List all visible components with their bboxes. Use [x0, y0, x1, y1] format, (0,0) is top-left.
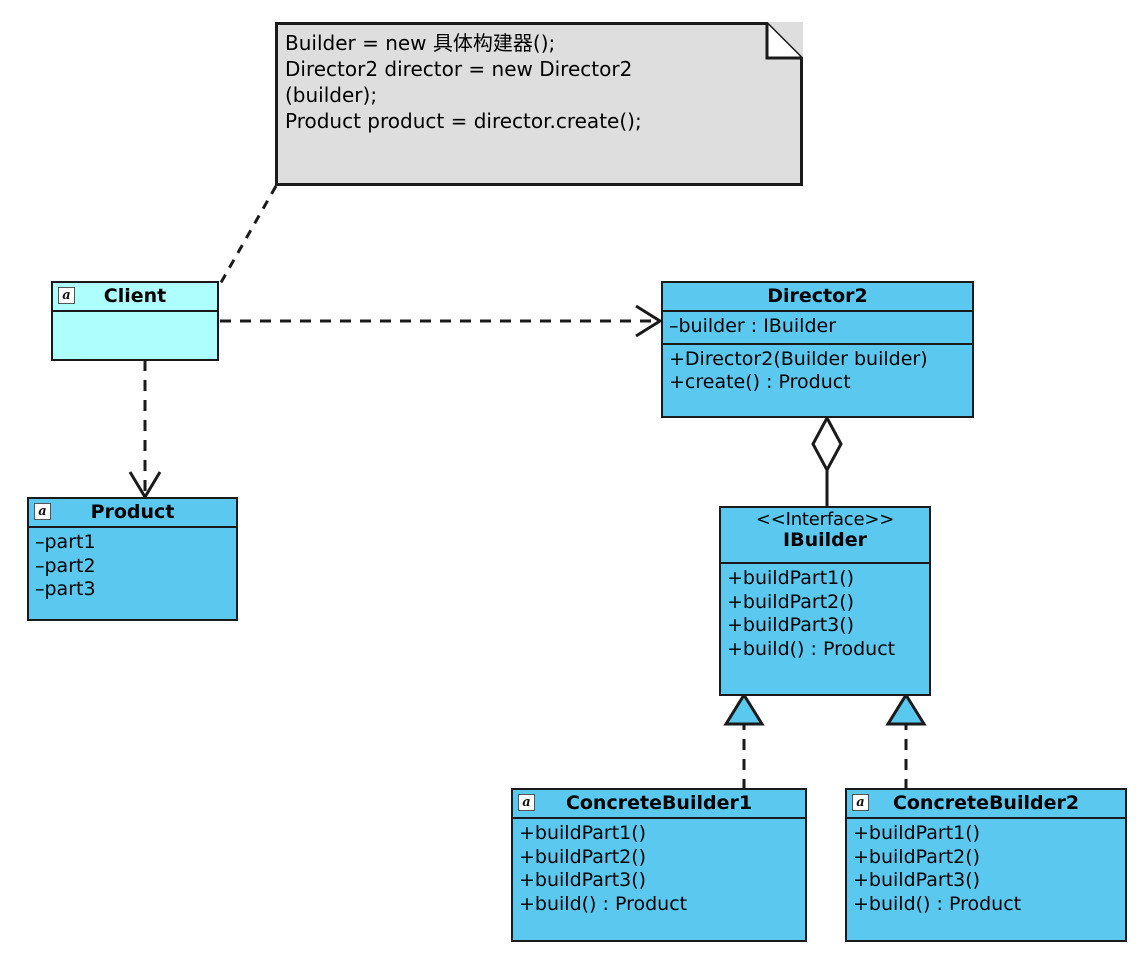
folded-corner-icon — [275, 22, 803, 186]
code-note: Builder = new 具体构建器(); Director2 directo… — [275, 22, 803, 186]
operation-row: +buildPart3() — [519, 869, 647, 892]
stereotype-label: <<Interface>> — [755, 509, 895, 530]
class-box-product[interactable]: a Product –part1 –part2 –part3 — [27, 497, 238, 621]
class-box-ibuilder[interactable]: <<Interface>> IBuilder +buildPart1() +bu… — [719, 506, 931, 696]
operation-row: +buildPart1() — [853, 822, 981, 844]
class-header-client: a Client — [53, 283, 217, 312]
class-operations-ibuilder: +buildPart1() +buildPart2() +buildPart3(… — [721, 564, 929, 665]
arrowhead-open-director2 — [635, 304, 663, 338]
class-attributes-client — [53, 312, 217, 359]
attribute-row: –part1 — [35, 531, 96, 553]
attribute-row: –builder : IBuilder — [669, 315, 837, 337]
class-name-director2: Director2 — [767, 285, 868, 307]
class-header-concretebuilder1: a ConcreteBuilder1 — [513, 790, 805, 819]
class-attributes-director2: –builder : IBuilder — [663, 312, 972, 343]
note-text: Builder = new 具体构建器(); Director2 directo… — [285, 31, 642, 133]
operation-row: +buildPart2() — [519, 845, 647, 868]
operation-row: +buildPart3() — [853, 869, 981, 892]
hollow-diamond-icon — [811, 414, 843, 474]
operation-row: +buildPart2() — [853, 845, 981, 868]
class-box-director2[interactable]: Director2 –builder : IBuilder +Director2… — [661, 281, 974, 418]
operation-row: +build() : Product — [727, 637, 896, 660]
class-box-concretebuilder1[interactable]: a ConcreteBuilder1 +buildPart1() +buildP… — [511, 788, 807, 942]
class-attributes-product: –part1 –part2 –part3 — [29, 528, 236, 606]
operation-row: +build() : Product — [519, 892, 688, 915]
class-operations-concretebuilder1: +buildPart1() +buildPart2() +buildPart3(… — [513, 819, 805, 920]
class-header-product: a Product — [29, 499, 236, 528]
edge-note-anchor-client — [217, 185, 278, 287]
hollow-triangle-icon-1 — [723, 692, 765, 726]
class-header-concretebuilder2: a ConcreteBuilder2 — [847, 790, 1125, 819]
note-shape — [275, 22, 803, 186]
class-name-product: Product — [90, 501, 175, 523]
operation-row: +build() : Product — [853, 892, 1022, 915]
attribute-row: –part3 — [35, 578, 96, 601]
class-box-client[interactable]: a Client — [51, 281, 219, 361]
class-a-icon: a — [34, 503, 51, 520]
operation-row: +buildPart1() — [519, 822, 647, 844]
operation-row: +Director2(Builder builder) — [669, 347, 928, 370]
class-a-icon: a — [852, 794, 869, 811]
class-operations-concretebuilder2: +buildPart1() +buildPart2() +buildPart3(… — [847, 819, 1125, 920]
hollow-triangle-icon-2 — [885, 692, 927, 726]
class-name-concretebuilder2: ConcreteBuilder2 — [892, 792, 1080, 814]
operation-row: +buildPart2() — [727, 590, 855, 613]
operation-row: +buildPart1() — [727, 567, 855, 589]
class-name-ibuilder: IBuilder — [783, 529, 867, 552]
arrowhead-open-product — [128, 471, 162, 500]
class-header-ibuilder: <<Interface>> IBuilder — [721, 508, 929, 564]
class-a-icon: a — [58, 287, 75, 304]
class-a-icon: a — [518, 794, 535, 811]
class-box-concretebuilder2[interactable]: a ConcreteBuilder2 +buildPart1() +buildP… — [845, 788, 1127, 942]
note-fold-flap — [765, 23, 802, 60]
class-name-client: Client — [103, 285, 167, 307]
attribute-row: –part2 — [35, 554, 96, 577]
operation-row: +buildPart3() — [727, 614, 855, 637]
class-header-director2: Director2 — [663, 283, 972, 312]
class-name-concretebuilder1: ConcreteBuilder1 — [565, 792, 753, 814]
operation-row: +create() : Product — [669, 371, 851, 394]
class-operations-director2: +Director2(Builder builder) +create() : … — [663, 342, 972, 399]
